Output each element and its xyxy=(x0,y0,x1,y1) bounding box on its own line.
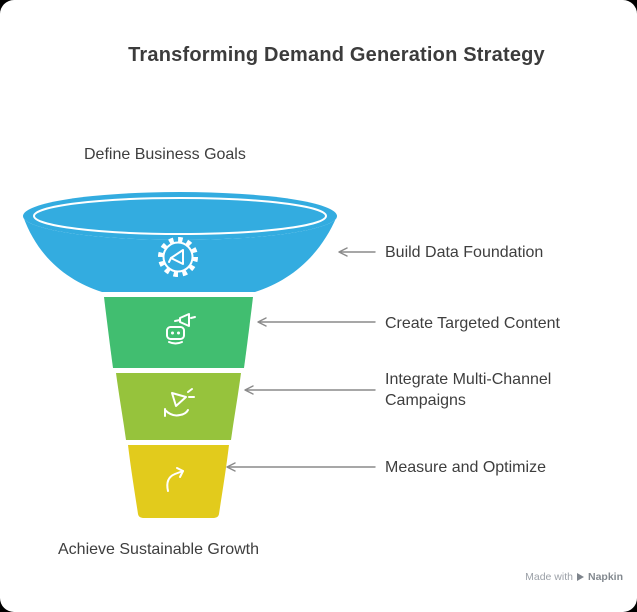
funnel-segment-create-targeted-content xyxy=(104,297,253,368)
funnel-mouth-rim xyxy=(33,197,327,235)
connector-arrow-build-data-foundation xyxy=(338,247,376,257)
napkin-brand-text: Napkin xyxy=(587,571,623,583)
funnel-exit-label: Achieve Sustainable Growth xyxy=(58,541,259,558)
made-with-napkin-watermark[interactable]: Made with Napkin xyxy=(525,571,623,583)
connector-arrow-measure-optimize xyxy=(226,462,376,472)
funnel-entry-label: Define Business Goals xyxy=(84,146,246,163)
gear-megaphone-icon xyxy=(158,237,198,277)
segment-label-measure-optimize: Measure and Optimize xyxy=(385,459,546,476)
funnel-segment-build-data-foundation xyxy=(23,192,337,292)
robot-megaphone-icon xyxy=(166,313,196,345)
funnel-segment-integrate-multichannel xyxy=(116,373,241,440)
napkin-logo-icon xyxy=(576,573,584,581)
growth-arrow-icon xyxy=(166,467,184,492)
segment-label-integrate-multichannel: Integrate Multi-Channel Campaigns xyxy=(385,371,552,409)
connector-arrow-integrate-multichannel xyxy=(244,385,376,395)
hand-megaphone-icon xyxy=(164,388,195,417)
made-with-text: Made with xyxy=(525,571,573,583)
page-title: Transforming Demand Generation Strategy xyxy=(128,44,545,66)
funnel-segment-measure-optimize xyxy=(128,445,229,518)
segment-label-build-data-foundation: Build Data Foundation xyxy=(385,244,544,261)
connector-arrow-create-targeted-content xyxy=(257,317,376,327)
segment-label-create-targeted-content: Create Targeted Content xyxy=(385,315,560,332)
